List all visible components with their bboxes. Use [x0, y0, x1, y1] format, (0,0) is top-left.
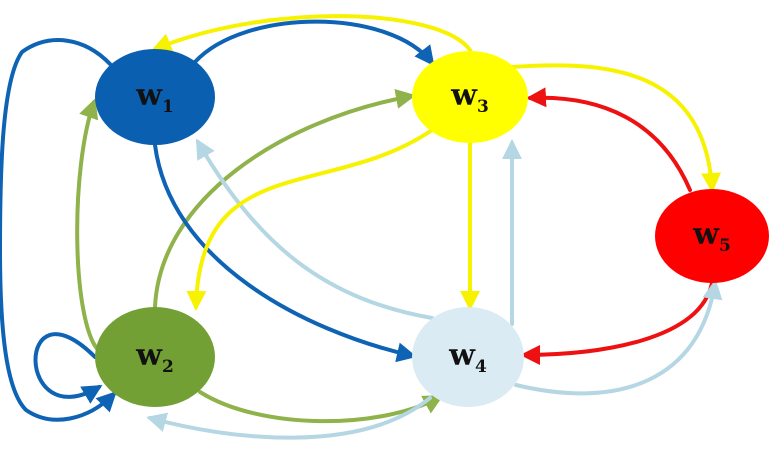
node-w4-ellipse — [412, 307, 524, 407]
node-w2: w2 — [95, 307, 215, 407]
node-w2-subscript: 2 — [162, 357, 174, 377]
edges-layer — [0, 14, 723, 440]
node-w3-letter: w — [450, 78, 478, 113]
node-w5-letter: w — [692, 217, 720, 252]
edge-w5-to-w3 — [526, 87, 692, 192]
node-w3: w3 — [412, 51, 528, 143]
node-w4-subscript: 4 — [475, 357, 487, 377]
edge-w1-to-w1 — [0, 38, 117, 422]
node-w3-label: w3 — [450, 78, 489, 117]
node-w1-label: w1 — [135, 78, 174, 117]
node-w1: w1 — [95, 49, 215, 145]
node-w5-subscript: 5 — [719, 236, 731, 256]
node-w5-ellipse — [655, 189, 769, 283]
edge-w2-to-w3 — [153, 89, 416, 309]
edge-w2-to-w2 — [33, 332, 103, 404]
edge-w1-to-w3 — [193, 19, 435, 67]
edge-w2-to-w1 — [75, 98, 100, 352]
node-w4-letter: w — [448, 338, 476, 373]
edge-w3-to-w1 — [151, 14, 472, 53]
node-w3-subscript: 3 — [477, 97, 489, 117]
node-w2-label: w2 — [135, 338, 174, 377]
edge-w3-to-w5 — [510, 63, 722, 193]
edge-w4-to-w5 — [514, 279, 723, 396]
edge-w3-to-w2 — [186, 128, 434, 311]
node-w2-letter: w — [135, 338, 163, 373]
node-w1-letter: w — [135, 78, 163, 113]
node-w2-ellipse — [95, 307, 215, 407]
node-w1-ellipse — [95, 49, 215, 145]
node-w5: w5 — [655, 189, 769, 283]
edge-w4-to-w2 — [146, 396, 432, 440]
node-w1-subscript: 1 — [162, 97, 174, 117]
node-w4-label: w4 — [448, 338, 487, 377]
node-w5-label: w5 — [692, 217, 731, 256]
edge-w5-to-w4 — [520, 281, 714, 365]
edge-w4-to-w1 — [196, 138, 434, 320]
node-w3-ellipse — [412, 51, 528, 143]
node-w4: w4 — [412, 307, 524, 407]
edge-w1-to-w4 — [153, 143, 417, 363]
